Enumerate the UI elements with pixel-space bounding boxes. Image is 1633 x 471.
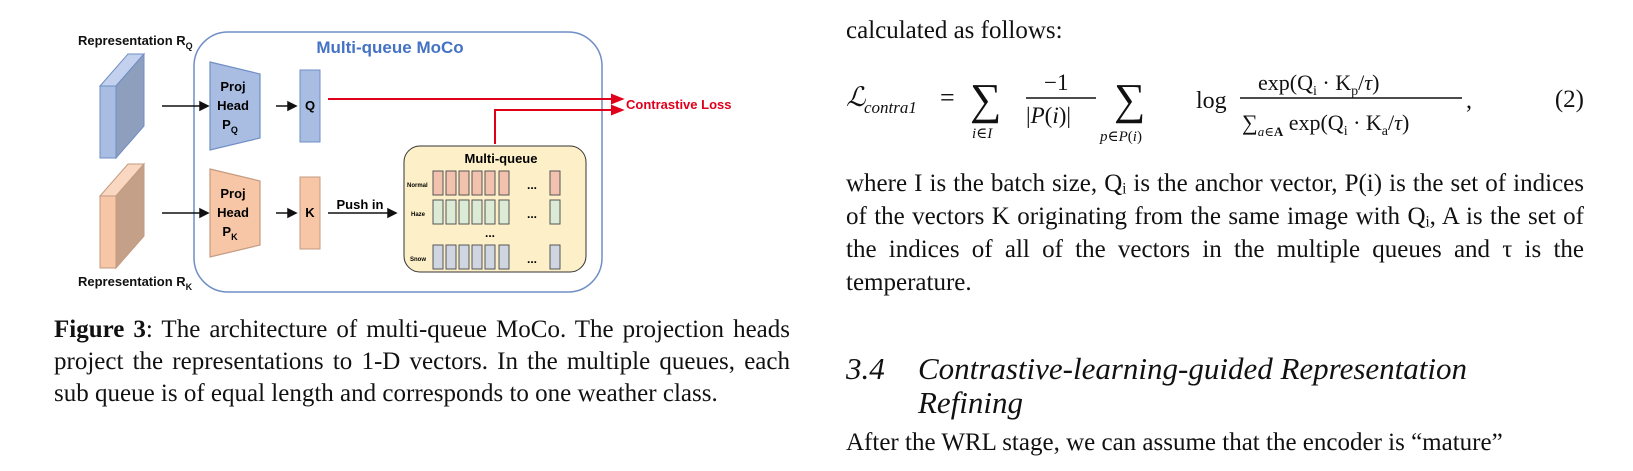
moco-title: Multi-queue MoCo: [316, 38, 463, 57]
caption-text: : The architecture of multi-queue MoCo. …: [54, 316, 790, 407]
ellipsis-normal: ...: [527, 178, 537, 192]
svg-text:PK: PK: [222, 224, 238, 242]
svg-text:Head: Head: [217, 98, 249, 113]
svg-text:Proj: Proj: [220, 79, 245, 94]
ellipsis-snow: ...: [527, 252, 537, 266]
contrastive-loss-label: Contrastive Loss: [626, 97, 731, 112]
proj-head-k: [209, 168, 261, 258]
svg-text:contra1: contra1: [864, 98, 917, 117]
figure-caption: Figure 3: The architecture of multi-queu…: [54, 314, 790, 410]
queue-normal-cells: [432, 170, 561, 196]
ellipsis-haze: ...: [527, 207, 537, 221]
section-number: 3.4: [846, 351, 885, 386]
svg-text:exp(Qi · Kp/τ): exp(Qi · Kp/τ): [1258, 70, 1379, 99]
q-vector: [299, 69, 321, 143]
svg-text:K: K: [305, 205, 315, 220]
after-wrl-paragraph: After the WRL stage, we can assume that …: [846, 429, 1503, 456]
label-rk: Representation RK: [78, 274, 193, 292]
svg-text:Q: Q: [305, 98, 315, 113]
moco-box: [193, 31, 603, 293]
svg-text:PQ: PQ: [222, 117, 238, 135]
caption-label: Figure 3: [54, 316, 146, 343]
svg-text:∑: ∑: [970, 75, 1001, 124]
svg-text:−1: −1: [1044, 70, 1068, 95]
intro-text: calculated as follows:: [846, 17, 1063, 44]
queue-row-snow: Snow: [410, 257, 426, 263]
where-paragraph: where I is the batch size, Qᵢ is the anc…: [846, 170, 1584, 296]
representation-q-slab: [98, 52, 146, 160]
k-vector: [299, 176, 321, 250]
svg-text:|P(i)|: |P(i)|: [1026, 103, 1071, 128]
queue-row-normal: Normal: [407, 183, 428, 189]
queue-haze-cells: [432, 199, 561, 225]
svg-text:=: =: [940, 83, 955, 112]
svg-text:,: ,: [1466, 88, 1472, 114]
equation-2: ℒ contra1 = ∑ i∈I −1 |P(i)| ∑ p∈P(i) log…: [846, 58, 1584, 158]
svg-text:∑: ∑: [1114, 75, 1145, 124]
queue-snow-cells: [432, 244, 561, 270]
svg-text:∑a∈A exp(Qi · Ka/τ): ∑a∈A exp(Qi · Ka/τ): [1242, 110, 1409, 139]
figure-diagram: Multi-queue MoCo Representation RQ Repre…: [78, 31, 731, 293]
equation-formula: ℒ contra1 = ∑ i∈I −1 |P(i)| ∑ p∈P(i) log…: [846, 70, 1472, 145]
proj-head-q: [209, 61, 261, 151]
svg-text:log: log: [1196, 88, 1227, 114]
svg-text:i∈I: i∈I: [972, 126, 993, 142]
equation-number: (2): [1554, 86, 1584, 113]
representation-k-slab: [98, 162, 146, 270]
queue-row-haze: Haze: [411, 212, 426, 218]
svg-text:p∈P(i): p∈P(i): [1099, 129, 1142, 145]
section-title: Contrastive-learning-guided Representati…: [918, 351, 1468, 420]
multiqueue-title: Multi-queue: [465, 151, 538, 166]
push-in-label: Push in: [337, 197, 384, 212]
svg-text:Head: Head: [217, 205, 249, 220]
svg-text:ℒ: ℒ: [846, 82, 866, 112]
ellipsis-rows: ...: [485, 226, 495, 240]
label-rq: Representation RQ: [78, 33, 193, 51]
svg-text:Proj: Proj: [220, 186, 245, 201]
